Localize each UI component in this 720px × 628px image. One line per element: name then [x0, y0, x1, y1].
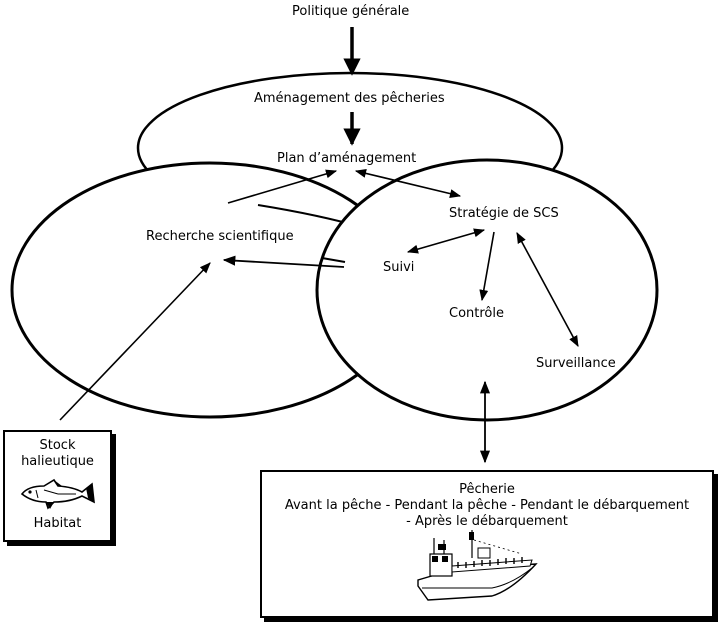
arrow-strategy-monitoring [406, 228, 486, 254]
label-general-policy: Politique générale [292, 4, 410, 19]
fishery-box: Pêcherie Avant la pêche - Pendant la pêc… [260, 470, 714, 618]
arrow-research-to-plan [227, 169, 338, 204]
fishery-phases-line2: - Après le débarquement [406, 514, 568, 529]
label-surveillance: Surveillance [536, 356, 616, 371]
ellipse-mcs-strategy [315, 158, 659, 422]
arrow-strategy-surveillance [516, 232, 579, 347]
label-fisheries-management: Aménagement des pêcheries [254, 91, 445, 106]
stock-title-line1: Stock [39, 438, 76, 453]
fishing-boat-icon [417, 530, 538, 601]
label-control: Contrôle [449, 306, 504, 321]
label-management-plan: Plan d’aménagement [277, 151, 417, 166]
fish-icon [20, 478, 95, 510]
arrow-plan-strategy [354, 169, 462, 198]
label-monitoring: Suivi [383, 260, 415, 275]
label-scientific-research: Recherche scientifique [146, 229, 294, 244]
arrow-monitoring-to-research [222, 255, 345, 268]
ellipse-left-overlap-arc [321, 257, 346, 263]
arrow-strategy-control [479, 231, 495, 302]
fishery-phases-line1: Avant la pêche - Pendant la pêche - Pend… [284, 498, 690, 513]
label-mcs-strategy: Stratégie de SCS [449, 206, 559, 221]
arrow-stock-to-research [59, 262, 211, 421]
stock-habitat-box: Stock halieutique Habitat [3, 430, 112, 542]
stock-title-line2: halieutique [21, 454, 94, 469]
stock-habitat-label: Habitat [33, 516, 82, 531]
fishery-title: Pêcherie [459, 482, 515, 497]
